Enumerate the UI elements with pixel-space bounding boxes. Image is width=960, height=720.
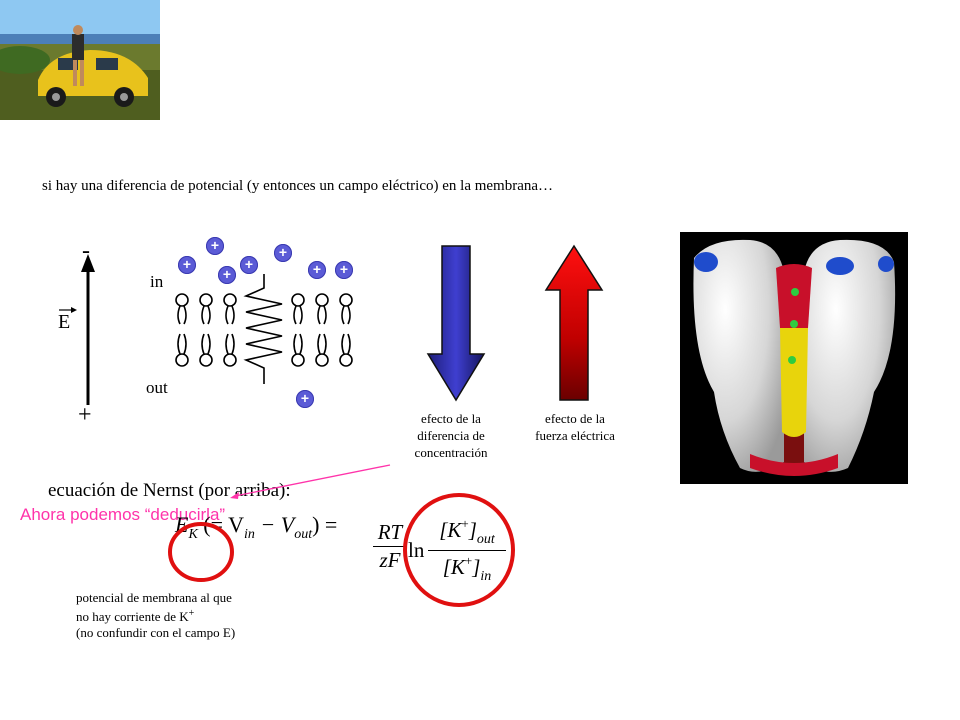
ion-potassium: + [274,244,292,262]
fraction-bar [428,550,506,551]
eq-concentration-ratio: [K+]out [K+]in [428,516,506,585]
field-label-text: E [58,311,71,333]
intro-text: si hay una diferencia de potencial (y en… [42,178,554,194]
eq-rt: RT [377,520,403,544]
annotation-text: Ahora podemos “deducirla” [20,505,226,524]
lipid-top-2 [199,293,213,325]
equation-note: potencial de membrana al que no hay corr… [76,590,235,641]
ion-potassium: + [335,261,353,279]
lipid-top-3 [223,293,237,325]
fraction-bar [373,546,407,547]
concentration-effect-arrow [426,245,486,402]
caption-line: diferencia de [417,428,485,443]
photo-illustration [0,0,160,120]
potassium-channel-image [680,232,908,484]
lipid-bottom-2 [199,333,213,367]
lipid-top-5 [315,293,329,325]
eq-numer-close: ] [468,518,477,542]
eq-close: ) = [312,512,338,537]
ion-potassium: + [206,237,224,255]
channel-protein [243,274,283,384]
lipid-bottom-1 [175,333,189,367]
concentration-caption: efecto de la diferencia de concentración [396,410,506,461]
annotation-pointer [230,464,391,499]
eq-minus: − V [254,512,295,537]
nernst-equation: EK (= Vin − Vout) = [175,512,337,543]
ion-potassium: + [308,261,326,279]
caption-line: fuerza eléctrica [535,428,615,443]
ion-potassium: + [218,266,236,284]
lipid-top-1 [175,293,189,325]
eq-numer-sup: + [461,516,469,531]
eq-zf: zF [379,548,401,572]
field-plus-sign: + [78,402,92,428]
membrane-bilayer [175,274,353,384]
eq-denom-sup: + [464,553,473,568]
lipid-bottom-5 [315,333,329,367]
caption-line: efecto de la [421,411,481,426]
log-term-highlight-circle [403,493,515,607]
ion-potassium: + [240,256,258,274]
eq-denom-sub: in [480,569,492,584]
eq-vin-sub: in [244,527,255,542]
lipid-bottom-4 [291,333,305,367]
eq-ln: ln [408,538,425,562]
field-label: E [58,307,77,334]
lipid-bottom-3 [223,333,237,367]
eq-lhs-sub: K [188,527,198,542]
field-arrow [81,254,95,405]
electric-effect-arrow [544,244,604,401]
membrane-in-label: in [150,272,164,291]
note-line-text: no hay corriente de K [76,609,189,624]
lipid-top-4 [291,293,305,325]
photo-car-coast [0,0,160,120]
caption-line: efecto de la [545,411,605,426]
ion-potassium: + [178,256,196,274]
eq-rt-zf-fraction: RT zF [373,520,407,573]
note-sup: + [188,608,195,619]
eq-denom-close: ] [472,555,481,579]
caption-line: concentración [414,445,488,460]
protein-surface-illustration [693,239,896,476]
eq-denom: [K [442,555,465,579]
nernst-title: ecuación de Nernst (por arriba): [48,480,291,501]
vector-arrow-icon [59,307,77,313]
field-minus-sign: - [82,238,90,264]
lipid-top-6 [339,293,353,325]
note-line: (no confundir con el campo E) [76,625,236,640]
ek-highlight-circle [168,522,234,582]
note-line: no hay corriente de K+ [76,606,235,625]
eq-numer: [K [439,518,462,542]
note-line: potencial de membrana al que [76,590,232,605]
electric-caption: efecto de la fuerza eléctrica [515,410,635,444]
lipid-bottom-6 [339,333,353,367]
ion-potassium: + [296,390,314,408]
eq-numer-sub: out [476,532,495,547]
membrane-out-label: out [146,378,168,397]
eq-vout-sub: out [294,527,313,542]
